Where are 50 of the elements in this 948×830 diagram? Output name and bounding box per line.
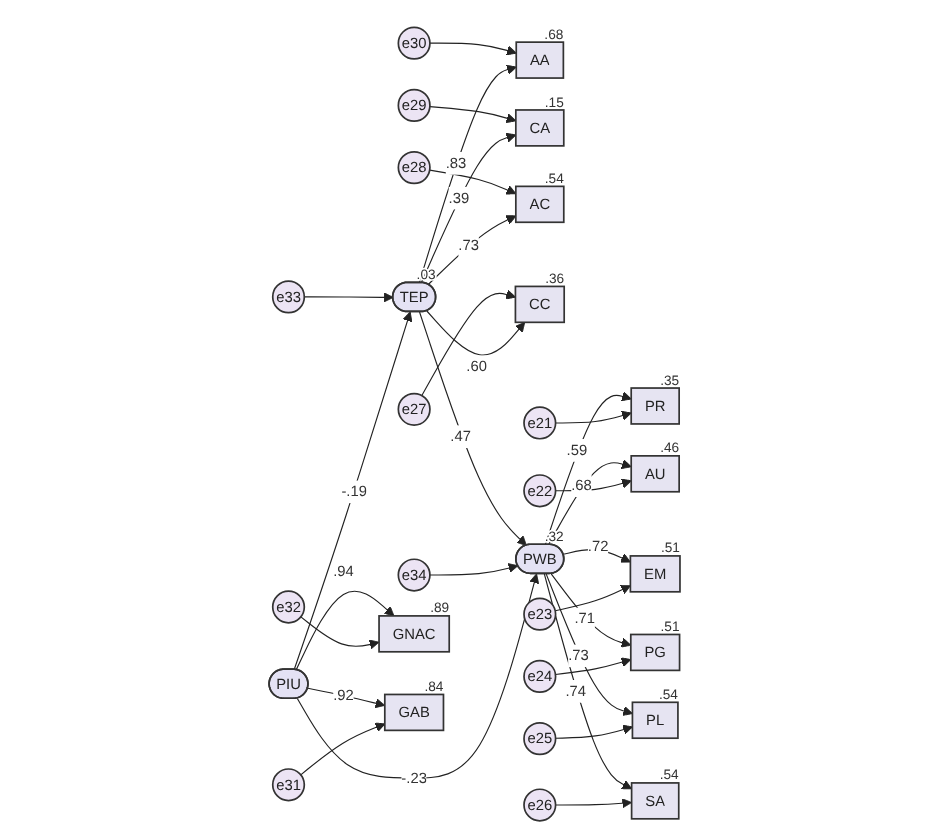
arrow (428, 169, 516, 195)
node-circle (396, 558, 431, 592)
arrow (299, 722, 385, 776)
arrow (428, 106, 516, 124)
node-box (514, 285, 565, 324)
arrow (296, 573, 539, 779)
node-circle (522, 597, 556, 631)
node-box (514, 41, 564, 79)
node-box (628, 555, 681, 593)
arrow (554, 724, 633, 739)
arrow (554, 798, 632, 809)
arrow (554, 410, 632, 424)
arrow (303, 292, 394, 303)
arrow (293, 311, 412, 671)
arrow (428, 563, 518, 576)
node-box (383, 693, 444, 732)
arrow (427, 215, 516, 286)
node-circle (522, 406, 556, 440)
node-circle (396, 151, 431, 185)
arrow (562, 549, 631, 563)
node-circle (396, 26, 431, 60)
node-box (631, 701, 679, 740)
arrow (428, 42, 517, 56)
node-box (630, 782, 680, 820)
node-box (629, 633, 680, 672)
arrow (299, 616, 379, 650)
node-circle (396, 88, 431, 123)
arrow (554, 657, 631, 676)
node-box (629, 455, 680, 493)
node-circle (271, 768, 305, 802)
node-circle (522, 659, 556, 694)
node-box (629, 387, 680, 425)
node-circle (522, 474, 556, 508)
node-circle (271, 590, 305, 624)
arrow (554, 585, 631, 612)
arrow (545, 573, 633, 716)
node-box (377, 615, 450, 653)
arrow (418, 311, 527, 547)
node-circle (396, 392, 431, 427)
node-box (514, 185, 565, 224)
arrow (425, 310, 525, 356)
node-circle (271, 280, 305, 314)
node-circle (522, 788, 556, 822)
node-box (514, 109, 565, 147)
arrow (294, 590, 394, 671)
arrow (420, 289, 516, 397)
arrow (543, 573, 632, 790)
node-circle (522, 722, 556, 756)
arrow (550, 573, 631, 648)
arrow (418, 64, 517, 284)
